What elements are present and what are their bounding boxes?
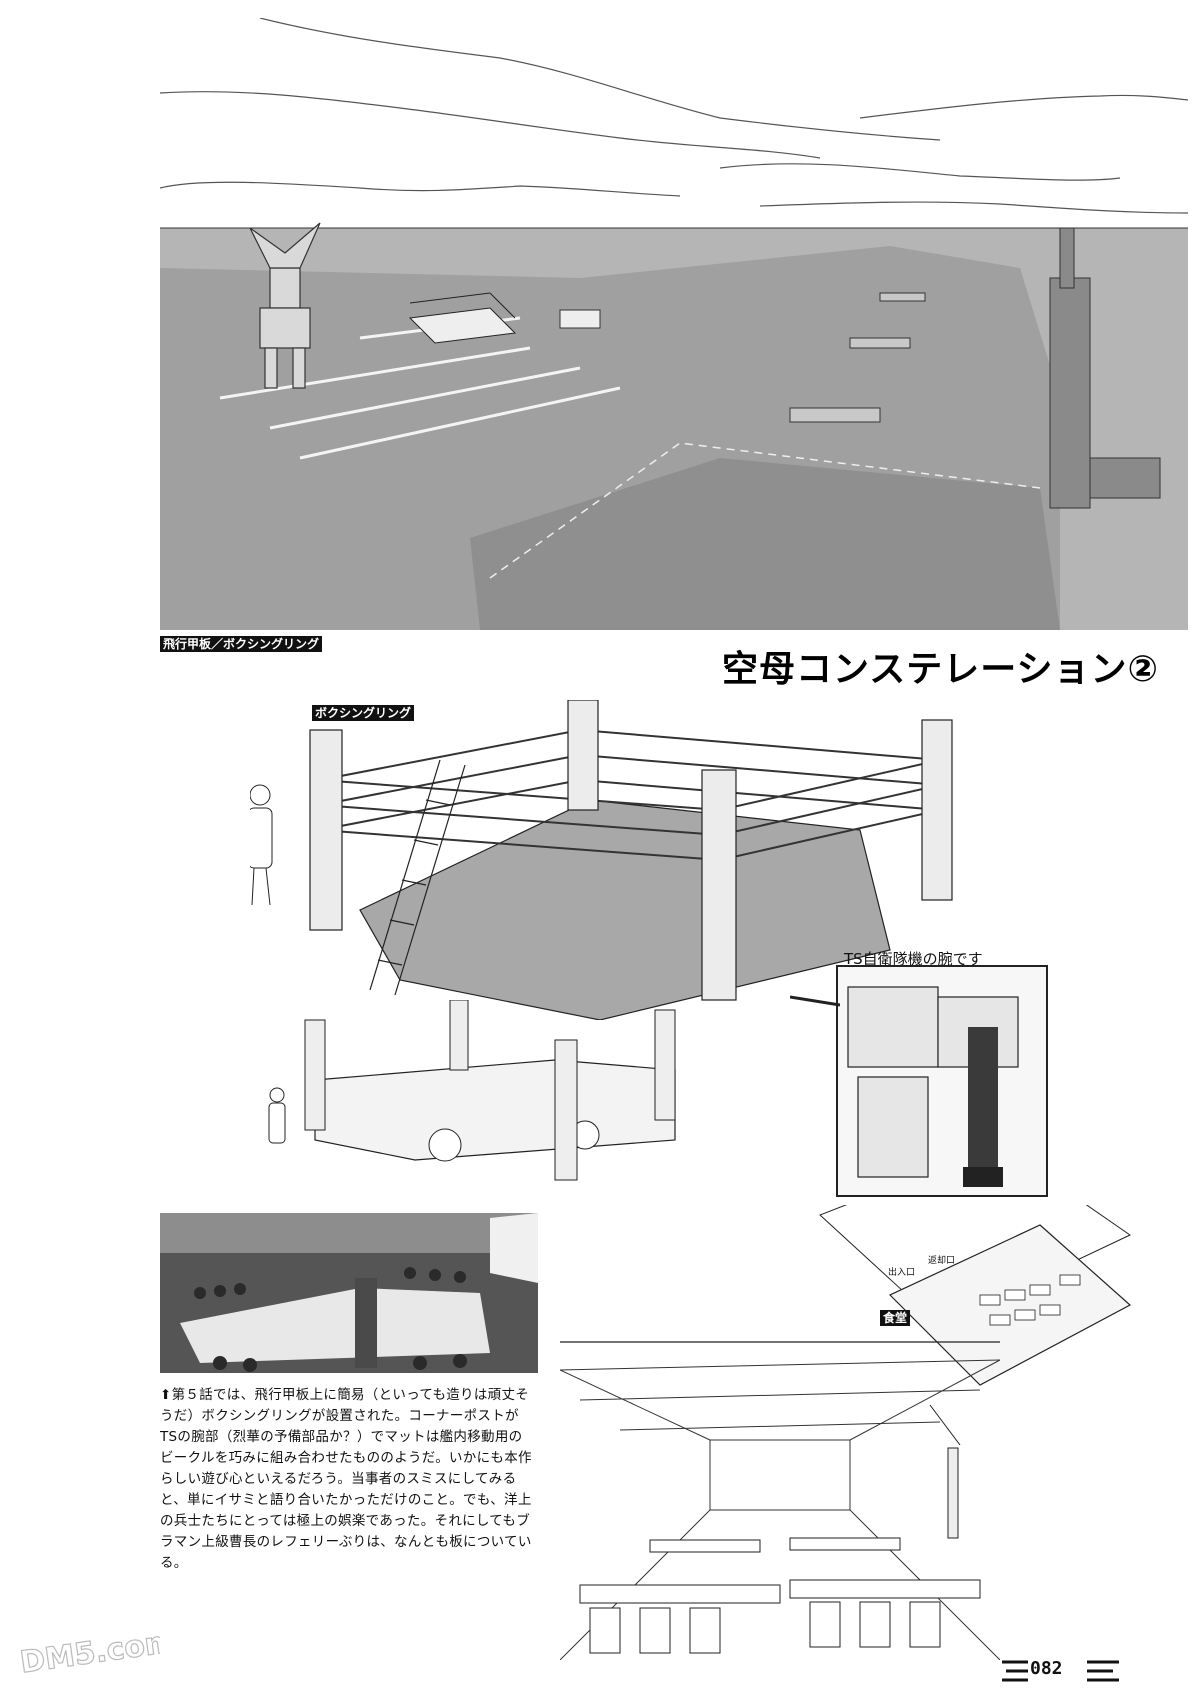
floorplan-entrance-label: 出入口 <box>888 1268 916 1278</box>
deck-section-label: 飛行甲板／ボクシングリング <box>160 636 323 652</box>
boxing-ring-illustration <box>250 700 1000 1020</box>
page-number-ornament-left <box>1000 1658 1030 1684</box>
arm-closeup-frame <box>836 965 1048 1197</box>
article-caption: ⬆第５話では、飛行甲板上に簡易（といっても造りは頑丈そうだ）ボクシングリングが設… <box>160 1387 532 1571</box>
floorplan-return-label: 返却口 <box>928 1256 956 1266</box>
page-number: 082 <box>1030 1658 1063 1679</box>
cafeteria-section-label: 食堂 <box>880 1310 911 1326</box>
ring-section-label: ボクシングリング <box>312 705 415 721</box>
callout-pointer <box>790 995 840 1007</box>
site-watermark: DM5.com <box>20 1625 160 1685</box>
cafeteria-illustration <box>560 1340 1000 1660</box>
ring-vehicle-illustration <box>255 1000 725 1190</box>
episode-screenshot <box>160 1213 538 1373</box>
watermark-text: DM5.com <box>20 1625 160 1681</box>
page-title: 空母コンステレーション② <box>722 649 1160 690</box>
flight-deck-illustration <box>160 18 1188 630</box>
page-number-ornament-right <box>1085 1658 1121 1684</box>
arm-callout-label: TS自衛隊機の腕です <box>844 950 983 968</box>
cafeteria-floorplan <box>810 1205 1140 1445</box>
